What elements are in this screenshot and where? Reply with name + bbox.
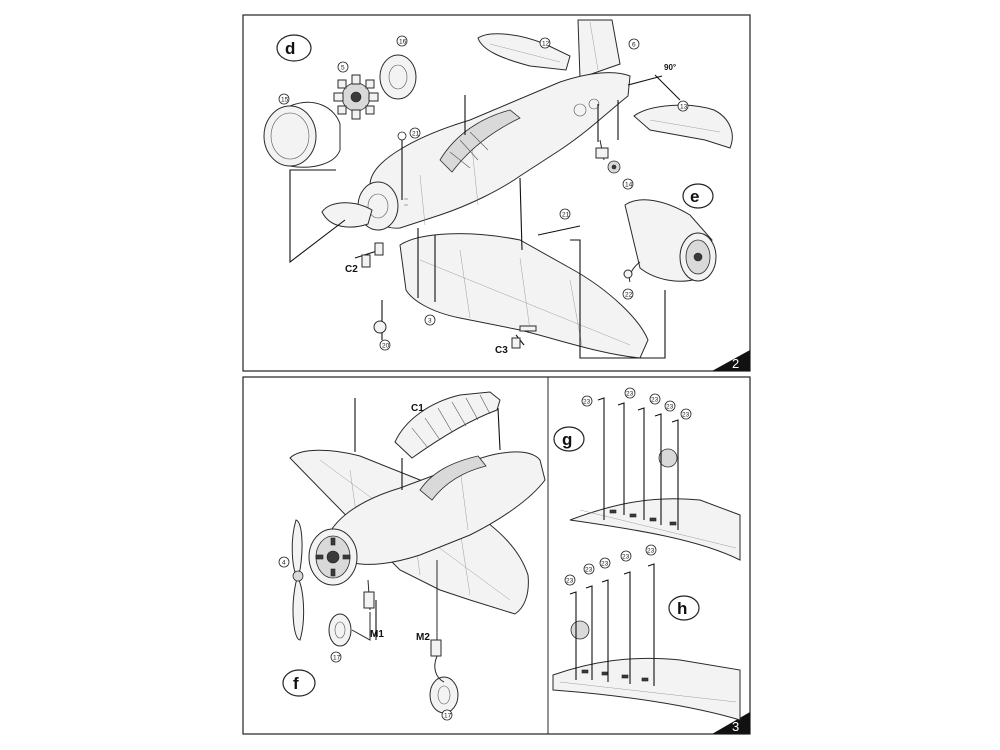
left-stabilizer-part (477, 33, 571, 71)
antenna-wires-h (569, 563, 655, 686)
svg-text:3: 3 (732, 719, 739, 734)
antenna-wires-g (597, 397, 679, 530)
part-14-callout: 14 (622, 178, 634, 190)
svg-text:21: 21 (412, 131, 420, 138)
lower-fuselage (324, 451, 546, 565)
svg-text:23: 23 (622, 554, 630, 561)
svg-text:21: 21 (562, 212, 570, 219)
svg-text:23: 23 (585, 567, 593, 574)
label-m2: M2 (416, 632, 430, 643)
label-c2: C2 (345, 264, 358, 275)
vertical-fin (577, 19, 621, 79)
wing-surface-g (569, 448, 741, 561)
svg-text:2: 2 (732, 356, 739, 371)
svg-text:5: 5 (341, 65, 345, 72)
canopy-part (394, 391, 501, 459)
part-21-callout-upper: 21 (409, 127, 421, 139)
svg-text:23: 23 (647, 548, 655, 555)
svg-text:23: 23 (566, 578, 574, 585)
part-15-callout: 15 (278, 93, 290, 105)
svg-text:4: 4 (282, 560, 286, 567)
svg-text:14: 14 (625, 182, 633, 189)
svg-text:17: 17 (333, 655, 341, 662)
svg-text:17: 17 (444, 713, 452, 720)
upper-panel-frame (242, 14, 751, 372)
main-gear-left (328, 579, 375, 647)
svg-text:23: 23 (682, 412, 690, 419)
svg-text:23: 23 (626, 391, 634, 398)
part-3-callout: 3 (424, 314, 436, 326)
section-label-g: g (553, 426, 585, 452)
label-c3: C3 (495, 345, 508, 356)
svg-text:13: 13 (680, 104, 688, 111)
wing-surface-h (552, 620, 741, 721)
svg-text:6: 6 (632, 42, 636, 49)
svg-text:23: 23 (583, 399, 591, 406)
part-17-callout-right: 17 (441, 709, 453, 721)
engine-front-f (308, 528, 358, 586)
svg-text:23: 23 (651, 397, 659, 404)
part-12-callout: 12 (539, 37, 551, 49)
svg-text:23: 23 (601, 561, 609, 568)
propeller-part (291, 519, 305, 641)
part-22-callout: 22 (622, 288, 634, 300)
assembly-leaders-lower (354, 398, 501, 640)
svg-text:e: e (690, 187, 699, 206)
label-m1: M1 (370, 629, 384, 640)
part-5-callout: 5 (337, 61, 349, 73)
svg-text:d: d (285, 39, 295, 58)
cockpit (439, 109, 521, 173)
svg-text:20: 20 (382, 343, 390, 350)
label-c1: C1 (411, 403, 424, 414)
engine-detail-e (623, 199, 717, 283)
engine-ring-part (379, 54, 417, 100)
small-parts-upper (361, 131, 537, 349)
svg-text:3: 3 (428, 318, 432, 325)
tail-wheel-part (595, 139, 621, 174)
lower-panel-frame (242, 376, 751, 735)
part-21-callout-middle: 21 (559, 208, 571, 220)
svg-text:23: 23 (666, 404, 674, 411)
engine-cowling-part (263, 101, 341, 168)
part-17-callout-left: 17 (330, 651, 342, 663)
section-label-h: h (668, 595, 700, 621)
part-13-callout: 13 (677, 100, 689, 112)
assembly-leaders-upper (289, 74, 681, 359)
svg-text:g: g (562, 430, 572, 449)
main-gear-right (429, 560, 459, 714)
svg-text:22: 22 (625, 292, 633, 299)
svg-text:15: 15 (281, 97, 289, 104)
section-label-f: f (282, 669, 316, 697)
page-number-2: 2 (712, 350, 750, 371)
label-angle: 90° (664, 63, 676, 72)
part-23-callouts-g: 23 23 23 23 23 (581, 387, 692, 420)
right-stabilizer-part (633, 104, 733, 149)
lower-cockpit (419, 455, 487, 501)
part-6-callout: 6 (628, 38, 640, 50)
section-label-d: d (276, 34, 312, 62)
main-wing (399, 233, 649, 359)
radial-engine-part (333, 74, 379, 120)
svg-text:f: f (293, 674, 299, 693)
svg-text:16: 16 (399, 39, 407, 46)
section-label-e: e (682, 183, 714, 209)
part-20-callout: 20 (379, 339, 391, 351)
part-16-callout: 16 (396, 35, 408, 47)
left-wing-stub (321, 202, 373, 228)
svg-text:12: 12 (542, 41, 550, 48)
part-4-callout: 4 (278, 556, 290, 568)
part-23-callouts-h: 23 23 23 23 23 (564, 544, 657, 586)
svg-text:h: h (677, 599, 687, 618)
